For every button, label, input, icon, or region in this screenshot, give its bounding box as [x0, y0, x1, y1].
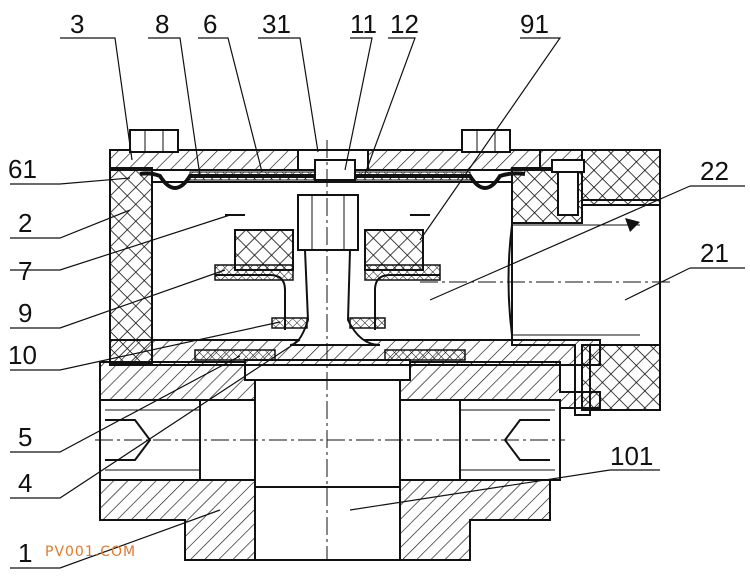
label-31: 31 [262, 9, 291, 39]
watermark: PV001.COM [45, 544, 136, 560]
spring-retainer [214, 214, 441, 330]
label-7: 7 [18, 256, 32, 286]
leader-lines [10, 37, 745, 569]
label-3: 3 [70, 9, 84, 39]
seal-ring [194, 317, 466, 361]
label-12: 12 [390, 9, 419, 39]
label-91: 91 [520, 9, 549, 39]
label-4: 4 [18, 468, 32, 498]
label-6: 6 [203, 9, 217, 39]
label-2: 2 [18, 208, 32, 238]
label-1: 1 [18, 538, 32, 568]
label-10: 10 [8, 340, 37, 370]
label-11: 11 [350, 9, 377, 39]
label-22: 22 [700, 156, 729, 186]
label-61: 61 [8, 154, 37, 184]
label-21: 21 [700, 238, 729, 268]
label-101: 101 [610, 441, 653, 471]
label-8: 8 [155, 9, 169, 39]
label-9: 9 [18, 298, 32, 328]
label-5: 5 [18, 422, 32, 452]
